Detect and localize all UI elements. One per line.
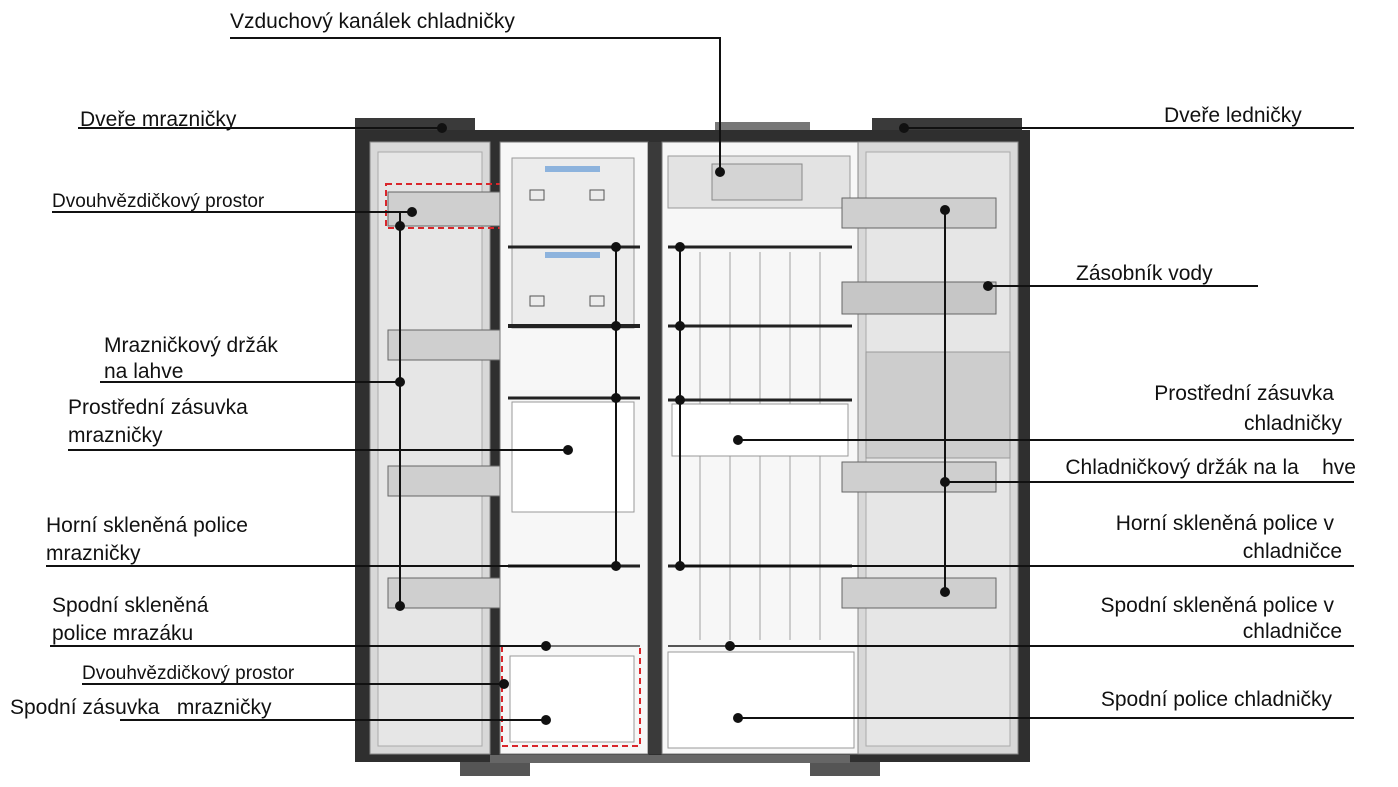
two-star-zone-bottom-highlight [501, 645, 641, 747]
center-divider [648, 142, 662, 754]
label-fridge-door: Dveře ledničky [1164, 104, 1302, 127]
label-freezer-lower-shelf-2: police mrazáku [52, 622, 194, 645]
label-freezer-upper-shelf-1: Horní skleněná police [46, 514, 248, 537]
fridge-compartment [661, 141, 859, 755]
fridge-door-bin-2 [841, 281, 997, 315]
label-fridge-bottom-shelf: Spodní police chladničky [1100, 688, 1332, 711]
fridge-door-bin-1 [841, 197, 997, 229]
freezer-door-bin-3 [387, 465, 501, 497]
label-fridge-bottle-holder: Chladničkový držák na la hve [1065, 456, 1356, 479]
fridge-door-bin-3 [841, 461, 997, 493]
label-air-duct: Vzduchový kanálek chladničky [230, 10, 515, 33]
label-freezer-bottom-drawer: Spodní zásuvka mrazničky [10, 696, 272, 719]
freezer-door [369, 141, 509, 755]
leader-air-duct [230, 37, 721, 172]
label-fridge-middle-drawer-1: Prostřední zásuvka [1154, 382, 1334, 405]
label-freezer-lower-shelf-1: Spodní skleněná [52, 594, 209, 617]
label-fridge-lower-shelf-2: chladničce [1242, 620, 1342, 643]
label-freezer-middle-drawer-2: mrazničky [68, 424, 163, 447]
label-freezer-middle-drawer-1: Prostřední zásuvka [68, 396, 248, 419]
leader-lines [46, 37, 1354, 721]
label-freezer-door: Dveře mrazničky [80, 108, 237, 131]
label-freezer-bottle-holder-1: Mrazničkový držák [104, 334, 278, 357]
leader-dots [395, 123, 993, 725]
label-two-star-top: Dvouhvězdičkový prostor [52, 191, 265, 212]
label-freezer-upper-shelf-2: mrazničky [46, 542, 141, 565]
label-two-star-bottom: Dvouhvězdičkový prostor [82, 663, 295, 684]
fridge-door-bin-4 [841, 577, 997, 609]
water-dispenser-panel [865, 351, 1011, 459]
foot-right [810, 762, 880, 776]
label-fridge-middle-drawer-2: chladničky [1243, 412, 1342, 435]
freezer-door-bin-4 [387, 577, 501, 609]
base-strip [490, 755, 850, 763]
label-fridge-upper-shelf-2: chladničce [1242, 540, 1342, 563]
freezer-door-bin-2 [387, 329, 501, 361]
label-water-tank: Zásobník vody [1076, 262, 1213, 285]
label-freezer-bottle-holder-2: na lahve [104, 360, 184, 383]
label-fridge-upper-shelf-1: Horní skleněná police v [1115, 512, 1334, 535]
label-fridge-lower-shelf-1: Spodní skleněná police v [1100, 594, 1335, 617]
fridge-door [841, 141, 1019, 755]
freezer-compartment [499, 141, 649, 755]
freezer-door-bin-1 [387, 191, 501, 227]
foot-left [460, 762, 530, 776]
